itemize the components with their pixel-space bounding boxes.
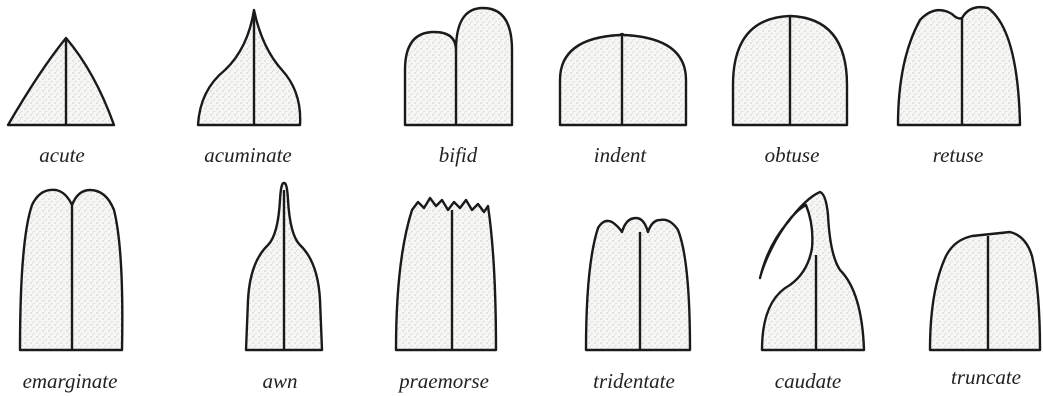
bifid-label: bifid	[439, 143, 478, 167]
obtuse-label: obtuse	[765, 143, 820, 167]
apex-praemorse: praemorse	[396, 198, 496, 393]
apex-awn: awn	[246, 183, 322, 393]
acute-shape	[8, 38, 114, 125]
truncate-shape	[930, 232, 1040, 350]
retuse-shape	[898, 7, 1020, 125]
awn-label: awn	[262, 369, 297, 393]
apex-bifid: bifid	[405, 8, 512, 167]
apex-obtuse: obtuse	[733, 16, 847, 167]
caudate-shape	[760, 192, 864, 350]
acuminate-shape	[198, 10, 300, 125]
apex-caudate: caudate	[760, 192, 864, 393]
acute-label: acute	[39, 143, 84, 167]
apex-indent: indent	[560, 34, 686, 167]
praemorse-shape	[396, 198, 496, 350]
apex-retuse: retuse	[898, 7, 1020, 167]
praemorse-label: praemorse	[397, 369, 489, 393]
apex-acuminate: acuminate	[198, 10, 300, 167]
apex-emarginate: emarginate	[20, 190, 122, 393]
retuse-label: retuse	[933, 143, 984, 167]
tridentate-label: tridentate	[593, 369, 675, 393]
apex-tridentate: tridentate	[586, 218, 690, 393]
truncate-label: truncate	[951, 365, 1021, 389]
caudate-label: caudate	[775, 369, 841, 393]
tridentate-shape	[586, 218, 690, 350]
bifid-shape	[405, 8, 512, 125]
emarginate-label: emarginate	[23, 369, 118, 393]
acuminate-label: acuminate	[204, 143, 291, 167]
apex-acute: acute	[8, 38, 114, 167]
apex-truncate: truncate	[930, 232, 1040, 389]
indent-label: indent	[594, 143, 648, 167]
